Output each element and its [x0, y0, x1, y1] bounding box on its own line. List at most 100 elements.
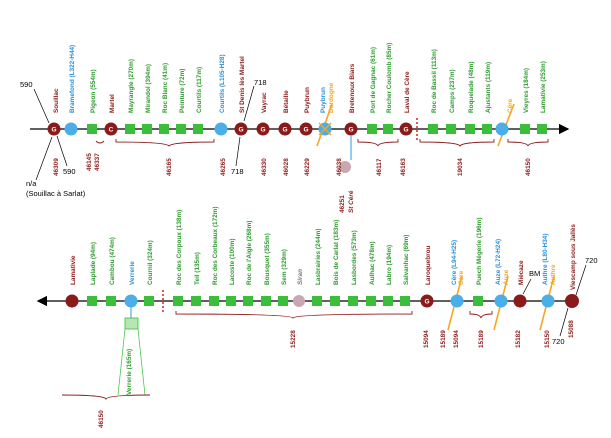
- station-marker[interactable]: G: [299, 122, 313, 136]
- code-15094: 15094: [423, 330, 430, 348]
- label-verrerie: Verrerie: [129, 261, 136, 285]
- label-roc-des-corbeaux: Roc des Corbeaux (172m): [212, 207, 219, 286]
- code-46330: 46330: [261, 158, 268, 176]
- halt-marker[interactable]: [125, 124, 135, 134]
- halt-marker[interactable]: [473, 296, 483, 306]
- label-mirandol: Mirandol (394m): [145, 64, 152, 113]
- station-marker[interactable]: [513, 294, 527, 308]
- halt-marker[interactable]: [191, 296, 201, 306]
- halt-marker[interactable]: [142, 124, 152, 134]
- label-bois-de-carlat: Bois de Carlat (183m): [333, 220, 340, 285]
- code-46117: 46117: [376, 158, 383, 176]
- junction-marker[interactable]: [494, 294, 508, 308]
- station-marker[interactable]: G: [256, 122, 270, 136]
- label-rocher-coulomb: Rocher Coulomb (85m): [386, 43, 393, 113]
- svg-text:C: C: [109, 127, 114, 134]
- junction-marker[interactable]: [214, 122, 228, 136]
- halt-marker[interactable]: [87, 296, 97, 306]
- pk-720-top-leader: [575, 264, 587, 296]
- station-marker[interactable]: G: [344, 122, 358, 136]
- halt-marker[interactable]: [446, 124, 456, 134]
- station-marker[interactable]: G: [399, 122, 413, 136]
- junction-marker[interactable]: [450, 294, 464, 308]
- station-marker[interactable]: G: [234, 122, 248, 136]
- junction-marker[interactable]: [541, 294, 555, 308]
- halt-marker[interactable]: [106, 296, 116, 306]
- halt-marker[interactable]: [278, 296, 288, 306]
- halt-marker[interactable]: [330, 296, 340, 306]
- junction-marker[interactable]: [495, 122, 509, 136]
- halt-marker[interactable]: [176, 124, 186, 134]
- halt-marker[interactable]: [193, 124, 203, 134]
- svg-text:G: G: [348, 127, 353, 134]
- label-roquelade: Roquelade (48m): [468, 62, 475, 114]
- code-46165: 46165: [166, 158, 173, 176]
- station-marker[interactable]: [65, 294, 79, 308]
- label-puybrun-bridge: Puybrun: [320, 87, 327, 113]
- st-cere-freight-marker[interactable]: [339, 161, 351, 173]
- pk-720-bottom: 720: [552, 337, 565, 346]
- label-roc-blanc: Roc Blanc (41m): [162, 63, 169, 113]
- bm-label: BM: [529, 269, 540, 278]
- halt-marker[interactable]: [144, 296, 154, 306]
- label-cere-bridge: Cère (L94-H25): [451, 240, 458, 285]
- svg-text:G: G: [260, 127, 265, 134]
- station-marker[interactable]: G: [420, 294, 434, 308]
- halt-marker[interactable]: [348, 296, 358, 306]
- code-15189: 15189: [440, 330, 447, 348]
- pk-590-bottom-leader: [56, 135, 68, 167]
- label-courtils: Courtils (117m): [196, 67, 203, 113]
- code-46309: 46309: [53, 158, 60, 176]
- halt-marker[interactable]: [366, 296, 376, 306]
- halt-marker[interactable]: [226, 296, 236, 306]
- halt-marker[interactable]: [209, 296, 219, 306]
- halt-marker[interactable]: [312, 296, 322, 306]
- pk-590-top-leader: [33, 88, 50, 124]
- station-marker[interactable]: [565, 294, 579, 308]
- station-marker[interactable]: G: [47, 122, 61, 136]
- label-martel: Martel: [109, 94, 116, 113]
- label-bretenoux: Bretenoux Biars: [349, 63, 356, 113]
- note-na: n/a: [26, 179, 37, 188]
- halt-marker[interactable]: [261, 296, 271, 306]
- label-laroquebrou: Laroquebrou: [425, 245, 432, 285]
- label-authre-river: Authre: [550, 264, 557, 285]
- halt-marker[interactable]: [383, 296, 393, 306]
- station-marker[interactable]: G: [278, 122, 292, 136]
- siran-freight-marker[interactable]: [293, 295, 305, 307]
- brace-46165: [115, 139, 215, 147]
- label-verrerie-branch: Verrerie (165m): [126, 349, 133, 395]
- halt-marker[interactable]: [367, 124, 377, 134]
- halt-marker[interactable]: [400, 296, 410, 306]
- code-15189-b: 15189: [478, 330, 485, 348]
- code-46265: 46265: [220, 158, 227, 176]
- halt-marker[interactable]: [482, 124, 492, 134]
- label-siran: Siran: [297, 269, 304, 285]
- label-dordogne: Dordogne: [328, 82, 335, 113]
- junction-marker[interactable]: [64, 122, 78, 136]
- junction-marker[interactable]: [124, 294, 138, 308]
- halt-marker[interactable]: [243, 296, 253, 306]
- brace-15228: [175, 311, 413, 319]
- halt-marker[interactable]: [537, 124, 547, 134]
- code-46163: 46163: [400, 158, 407, 176]
- halt-marker[interactable]: [428, 124, 438, 134]
- brace-46150-bottom: [61, 394, 151, 400]
- brace-46145: [95, 140, 105, 144]
- svg-text:G: G: [303, 127, 308, 134]
- halt-marker[interactable]: [465, 124, 475, 134]
- code-15228: 15228: [290, 330, 297, 348]
- halt-marker[interactable]: [159, 124, 169, 134]
- halt-marker[interactable]: [383, 124, 393, 134]
- code-46337: 46337: [94, 153, 101, 171]
- halt-marker[interactable]: [87, 124, 97, 134]
- label-sem: Sem (329m): [281, 249, 288, 285]
- svg-text:G: G: [282, 127, 287, 134]
- svg-text:G: G: [424, 299, 429, 306]
- halt-marker[interactable]: [173, 296, 183, 306]
- halt-marker[interactable]: [520, 124, 530, 134]
- station-marker[interactable]: C: [104, 122, 118, 136]
- pk-718-top-leader: [243, 85, 255, 122]
- verrerie-halt-marker[interactable]: [124, 317, 139, 330]
- code-46145: 46145: [86, 153, 93, 171]
